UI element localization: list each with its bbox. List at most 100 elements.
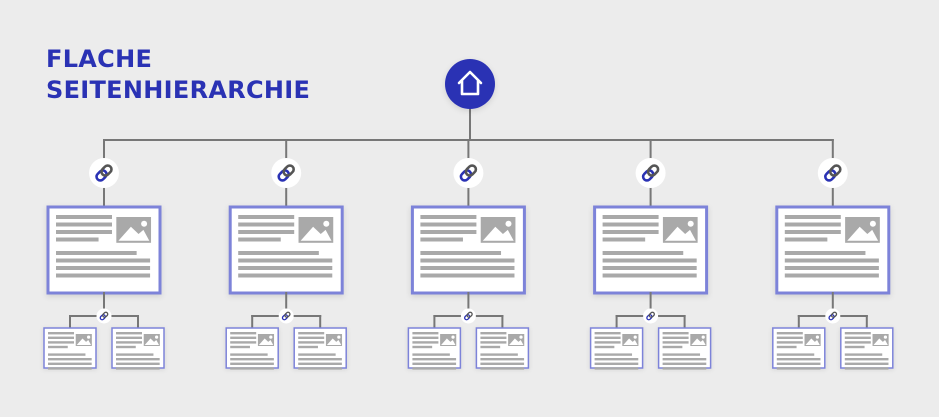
link-ring-right [830,311,838,318]
sun-shape [141,220,148,227]
link-icon [281,311,291,321]
text-line [844,362,889,365]
text-line [480,332,507,335]
text-line [420,258,515,263]
text-line [116,341,142,344]
sun-shape [633,335,637,339]
text-line [230,345,250,349]
link-ring-left [824,169,837,182]
link-icon [828,311,838,321]
text-line [56,222,112,227]
link-icon [464,311,473,321]
link-ring-right [828,164,842,177]
title-line-2: SEITENHIERARCHIE [46,76,311,104]
text-line [662,367,707,370]
sub-page [657,327,712,370]
text-line [776,358,821,361]
text-line [662,345,683,349]
sun-shape [687,220,694,227]
text-line [48,362,92,365]
mountain-shape [847,226,879,241]
text-line [594,341,621,344]
mountain-shape [76,338,92,346]
text-line [594,336,621,339]
branch-3 [407,158,530,370]
sub-page [589,327,644,370]
text-line [298,336,325,339]
text-line [230,341,257,344]
sub-page [111,327,165,370]
sun-shape [519,335,523,339]
branch-4 [589,158,712,370]
text-line [238,266,333,270]
sub-page [43,327,97,370]
sub-link-badge [460,308,476,324]
text-line [56,266,151,270]
image-icon [691,335,706,346]
text-line [662,341,689,344]
sun-shape [701,335,705,339]
text-line [594,345,615,349]
text-line [784,237,828,242]
text-line [662,353,701,356]
text-line [412,336,439,339]
sun-shape [337,335,341,339]
text-line [298,332,325,335]
text-line [480,336,507,339]
sub-page [772,327,826,370]
link-ring-left [95,169,108,182]
text-line [420,237,463,242]
image-icon [509,335,524,346]
text-line [420,273,515,278]
link-icon [99,311,109,321]
text-line [48,336,74,339]
sub-page [293,327,347,370]
text-line [298,358,342,361]
text-line [784,258,879,263]
image-icon [847,220,879,241]
sub-page [225,327,279,370]
text-line [594,358,639,361]
link-icon [824,164,842,182]
text-line [602,258,697,263]
text-line [784,230,841,234]
sub-page [840,327,894,370]
text-line [776,345,797,349]
text-line [420,222,477,227]
text-line [784,266,879,270]
text-line [48,345,68,349]
text-line [662,362,707,365]
text-line [230,353,268,356]
text-line [56,215,112,219]
text-line [48,332,74,335]
link-icon [646,311,655,321]
main-page [410,205,526,295]
text-line [776,353,815,356]
text-line [480,341,507,344]
text-line [238,258,333,263]
text-line [480,358,525,361]
text-line [238,215,295,219]
text-line [48,353,86,356]
image-icon [441,335,456,346]
sub-link-badge [278,308,294,324]
image-icon [326,335,342,346]
text-line [480,362,525,365]
image-icon [118,220,150,241]
text-line [116,362,160,365]
image-icon [623,335,638,346]
text-line [230,336,257,339]
sub-link-badge [643,308,659,324]
sun-shape [815,335,820,339]
link-ring-right [466,311,473,318]
text-line [238,251,319,255]
link-ring-left [99,314,106,321]
text-line [776,332,803,335]
sub-page [475,327,530,370]
text-line [480,367,525,370]
mountain-shape [665,226,696,241]
sun-shape [869,220,876,227]
text-line [238,230,295,234]
